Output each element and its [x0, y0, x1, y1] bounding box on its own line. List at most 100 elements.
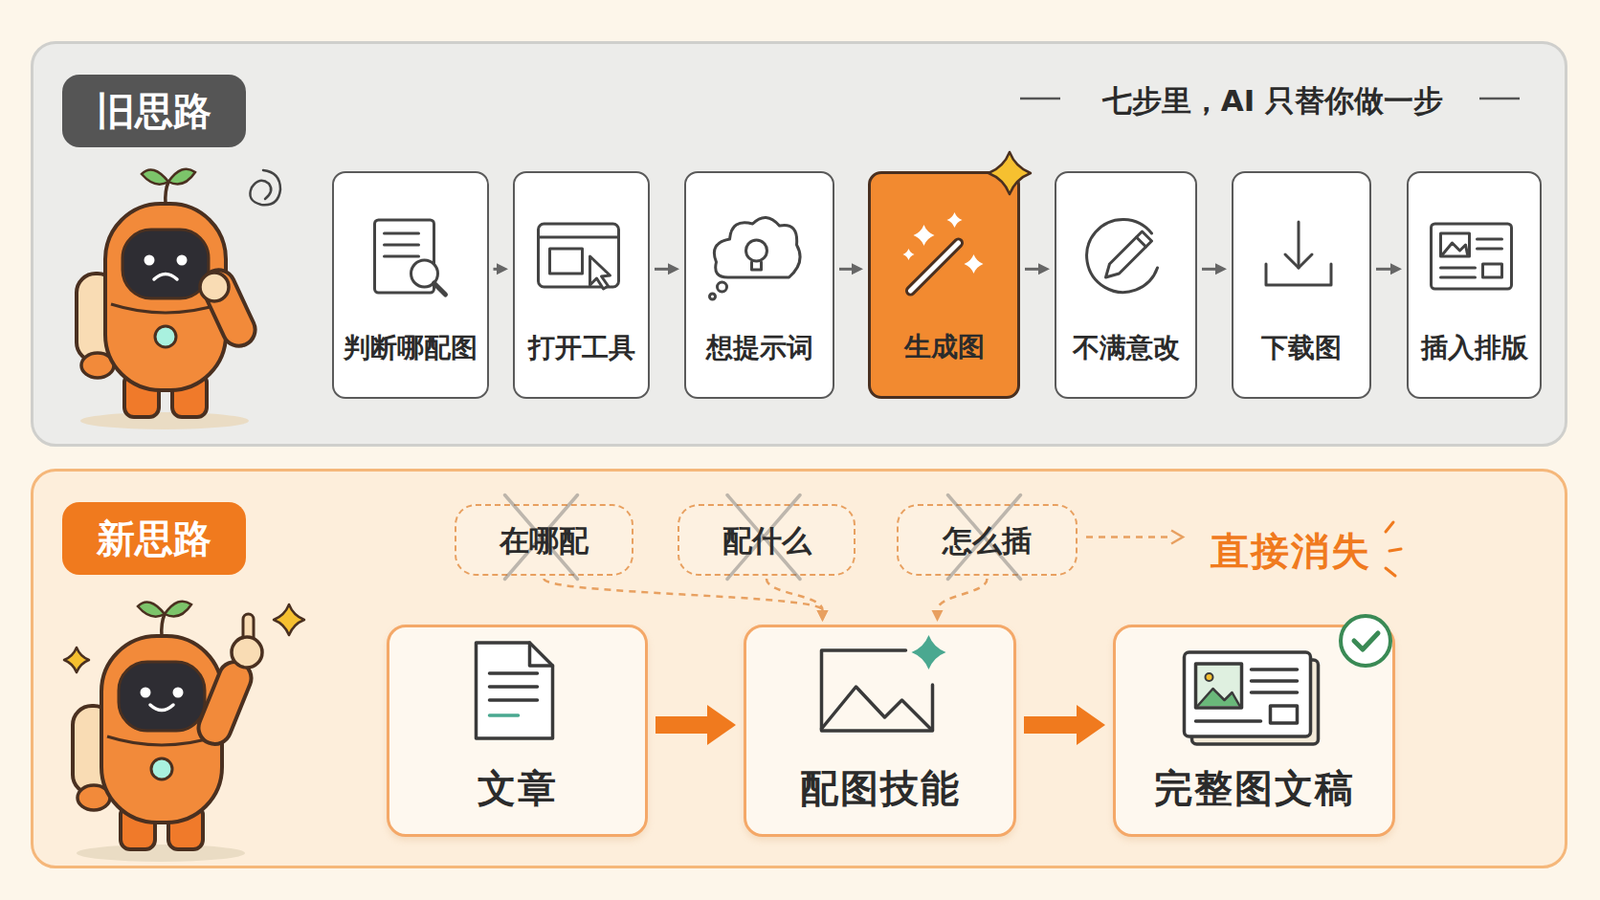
step-box: 下载图 — [1231, 171, 1372, 400]
puzzled-robot — [76, 169, 281, 430]
sprout-leaf — [141, 170, 169, 185]
pencil-band — [1136, 237, 1147, 247]
step-arrow — [839, 267, 852, 271]
draft-line — [1251, 679, 1298, 684]
window-bar — [538, 236, 620, 240]
draft-line — [1251, 690, 1298, 695]
merge-connector — [937, 578, 988, 611]
check-badge — [1340, 616, 1391, 667]
strike-cross — [727, 495, 800, 580]
sprout-leaf — [168, 169, 196, 185]
image-skill-icon — [822, 635, 947, 732]
step-box: 想提示词 — [684, 171, 835, 400]
section-badge: 新思路 — [62, 502, 246, 576]
sparkle — [964, 254, 984, 274]
robot-screen — [118, 662, 205, 732]
step-arrow — [1024, 267, 1039, 271]
flow-box: 完整图文稿 — [1112, 624, 1396, 838]
step-icon — [903, 212, 984, 291]
box-label: 想提示词 — [706, 332, 814, 365]
strike-cross — [948, 495, 1022, 580]
box-label: 下载图 — [1261, 332, 1342, 365]
bulb — [746, 240, 768, 262]
step-box: 不满意改 — [1054, 171, 1198, 400]
robot-leg — [172, 373, 207, 418]
wand-outline — [911, 243, 959, 291]
box-label: 判断哪配图 — [343, 332, 478, 365]
layout-line — [1477, 238, 1503, 242]
box-label: 怎么插 — [942, 522, 1032, 559]
magnifier-handle — [434, 283, 446, 295]
removed-question-pill: 配什么 — [677, 504, 856, 577]
emphasis-mark — [1385, 568, 1396, 577]
cursor — [590, 256, 611, 289]
box-label: 打开工具 — [528, 332, 636, 365]
robot-mouth — [154, 274, 178, 281]
robot-leg — [168, 805, 203, 850]
doc-line — [489, 671, 538, 676]
download-arrow — [1297, 222, 1301, 268]
layout-block — [1483, 264, 1503, 278]
bulb-base — [752, 262, 762, 270]
robot-arm — [193, 657, 256, 750]
robot-hand — [77, 785, 111, 811]
robot-hand — [81, 353, 114, 378]
robot-arm — [76, 273, 117, 362]
box-label: 完整图文稿 — [1154, 765, 1356, 812]
robot-arm — [197, 265, 261, 352]
section-badge: 旧思路 — [62, 74, 246, 148]
flow-box: 文章 — [386, 624, 648, 838]
download-head — [1285, 254, 1312, 268]
layout-image — [1441, 233, 1470, 257]
draft-mountain — [1198, 688, 1241, 707]
step-icon — [1266, 222, 1332, 286]
robot-eye — [173, 688, 184, 699]
box-label: 生成图 — [904, 331, 985, 364]
thought-cloud — [713, 217, 800, 278]
box-label: 配什么 — [722, 522, 812, 559]
strike-cross — [727, 495, 800, 580]
strike-cross — [948, 495, 1022, 580]
layout-mountain — [1443, 243, 1468, 255]
doc-sheet — [476, 643, 554, 739]
step-arrow — [654, 267, 668, 271]
draft-sheet — [1184, 652, 1312, 737]
flow-arrow — [655, 716, 708, 734]
emphasis-mark — [1389, 549, 1401, 552]
step-icon — [538, 223, 620, 289]
thought-dot — [710, 293, 716, 300]
emphasis-mark — [1385, 522, 1394, 533]
magnifier — [411, 260, 439, 288]
box-label: 在哪配 — [499, 522, 589, 559]
step-box: 判断哪配图 — [332, 171, 489, 400]
doc-line — [384, 255, 420, 259]
removed-question-pill: 怎么插 — [896, 504, 1078, 577]
check-mark — [1354, 633, 1378, 650]
robot-light — [151, 758, 173, 780]
tagline-dash — [1020, 97, 1061, 101]
robot-leg — [124, 373, 159, 418]
draft-line — [1196, 719, 1262, 724]
doc-line — [489, 698, 538, 703]
robot-finger — [243, 614, 254, 645]
merge-connector — [544, 578, 823, 611]
removed-question-pill: 在哪配 — [454, 504, 634, 577]
flow-box: 配图技能 — [743, 624, 1017, 838]
download-tray — [1266, 264, 1332, 286]
sprout-stem — [161, 614, 165, 637]
strike-cross — [505, 495, 578, 580]
vanish-note: 直接消失 — [1210, 525, 1372, 578]
tagline: 七步里，AI 只替你做一步 — [1102, 81, 1444, 122]
dashed-pointer-head — [1171, 531, 1183, 545]
robot-arm — [72, 706, 113, 795]
draft-sun — [1205, 673, 1214, 682]
step-box: 插入排版 — [1406, 171, 1542, 400]
step-arrow — [1376, 267, 1391, 271]
robot-seam — [107, 736, 217, 746]
step-icon — [710, 217, 801, 300]
draft-image — [1196, 664, 1243, 709]
box-label: 不满意改 — [1072, 332, 1180, 365]
box-label: 配图技能 — [800, 765, 961, 812]
window-icon — [538, 223, 620, 288]
